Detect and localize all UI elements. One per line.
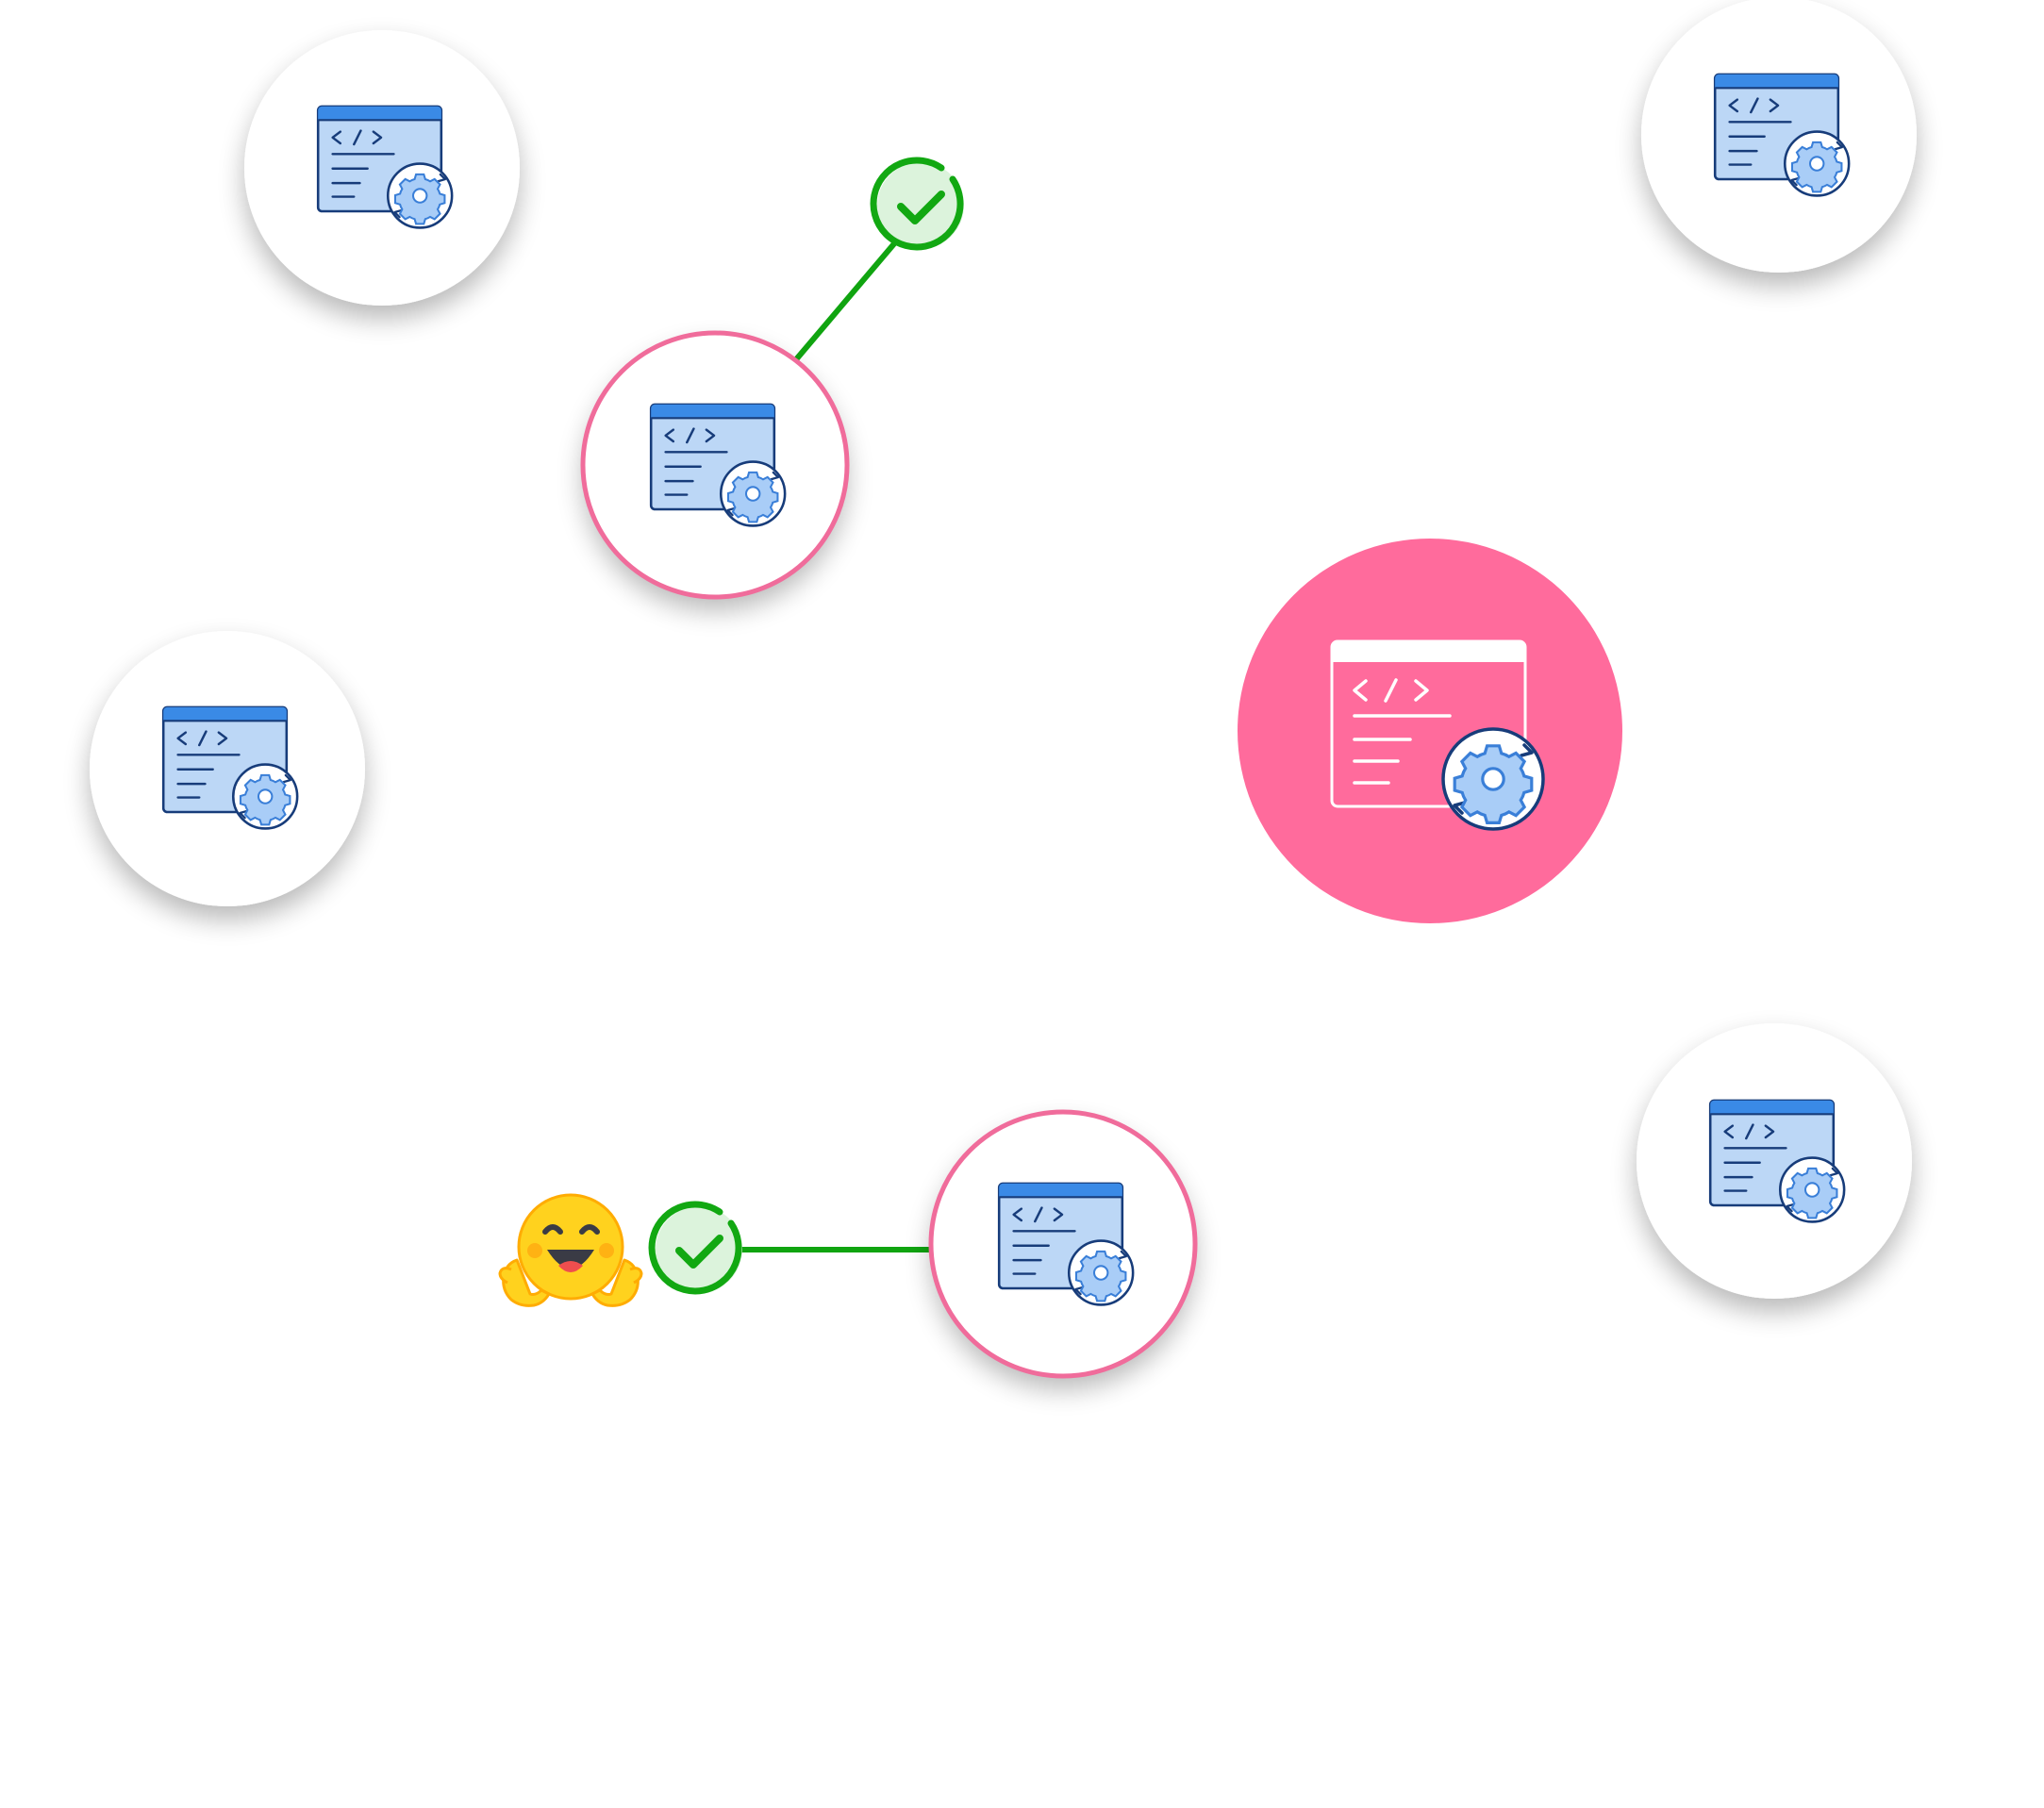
code-window-gear-icon: [649, 403, 787, 527]
app-node-2[interactable]: [1641, 0, 1917, 273]
code-window-gear-icon: [161, 705, 299, 830]
app-node-3-selected[interactable]: [580, 330, 850, 600]
app-node-7-selected[interactable]: [928, 1109, 1198, 1379]
app-node-1[interactable]: [244, 30, 520, 306]
app-node-4[interactable]: [90, 631, 365, 906]
app-node-6[interactable]: [1637, 1023, 1912, 1299]
code-window-gear-icon: [316, 105, 454, 229]
hub-node[interactable]: [1238, 539, 1622, 923]
selected-ring: [928, 1109, 1198, 1379]
code-window-gear-icon: [997, 1182, 1135, 1306]
code-window-gear-icon: [1708, 1099, 1846, 1223]
selected-ring: [580, 330, 850, 600]
connector-node-3-check-1: [794, 239, 899, 361]
code-window-gear-icon: [1713, 73, 1851, 197]
hugging-face-emoji-icon: [498, 1193, 643, 1307]
check-circle-icon: [870, 157, 964, 251]
check-circle-icon: [648, 1201, 742, 1295]
